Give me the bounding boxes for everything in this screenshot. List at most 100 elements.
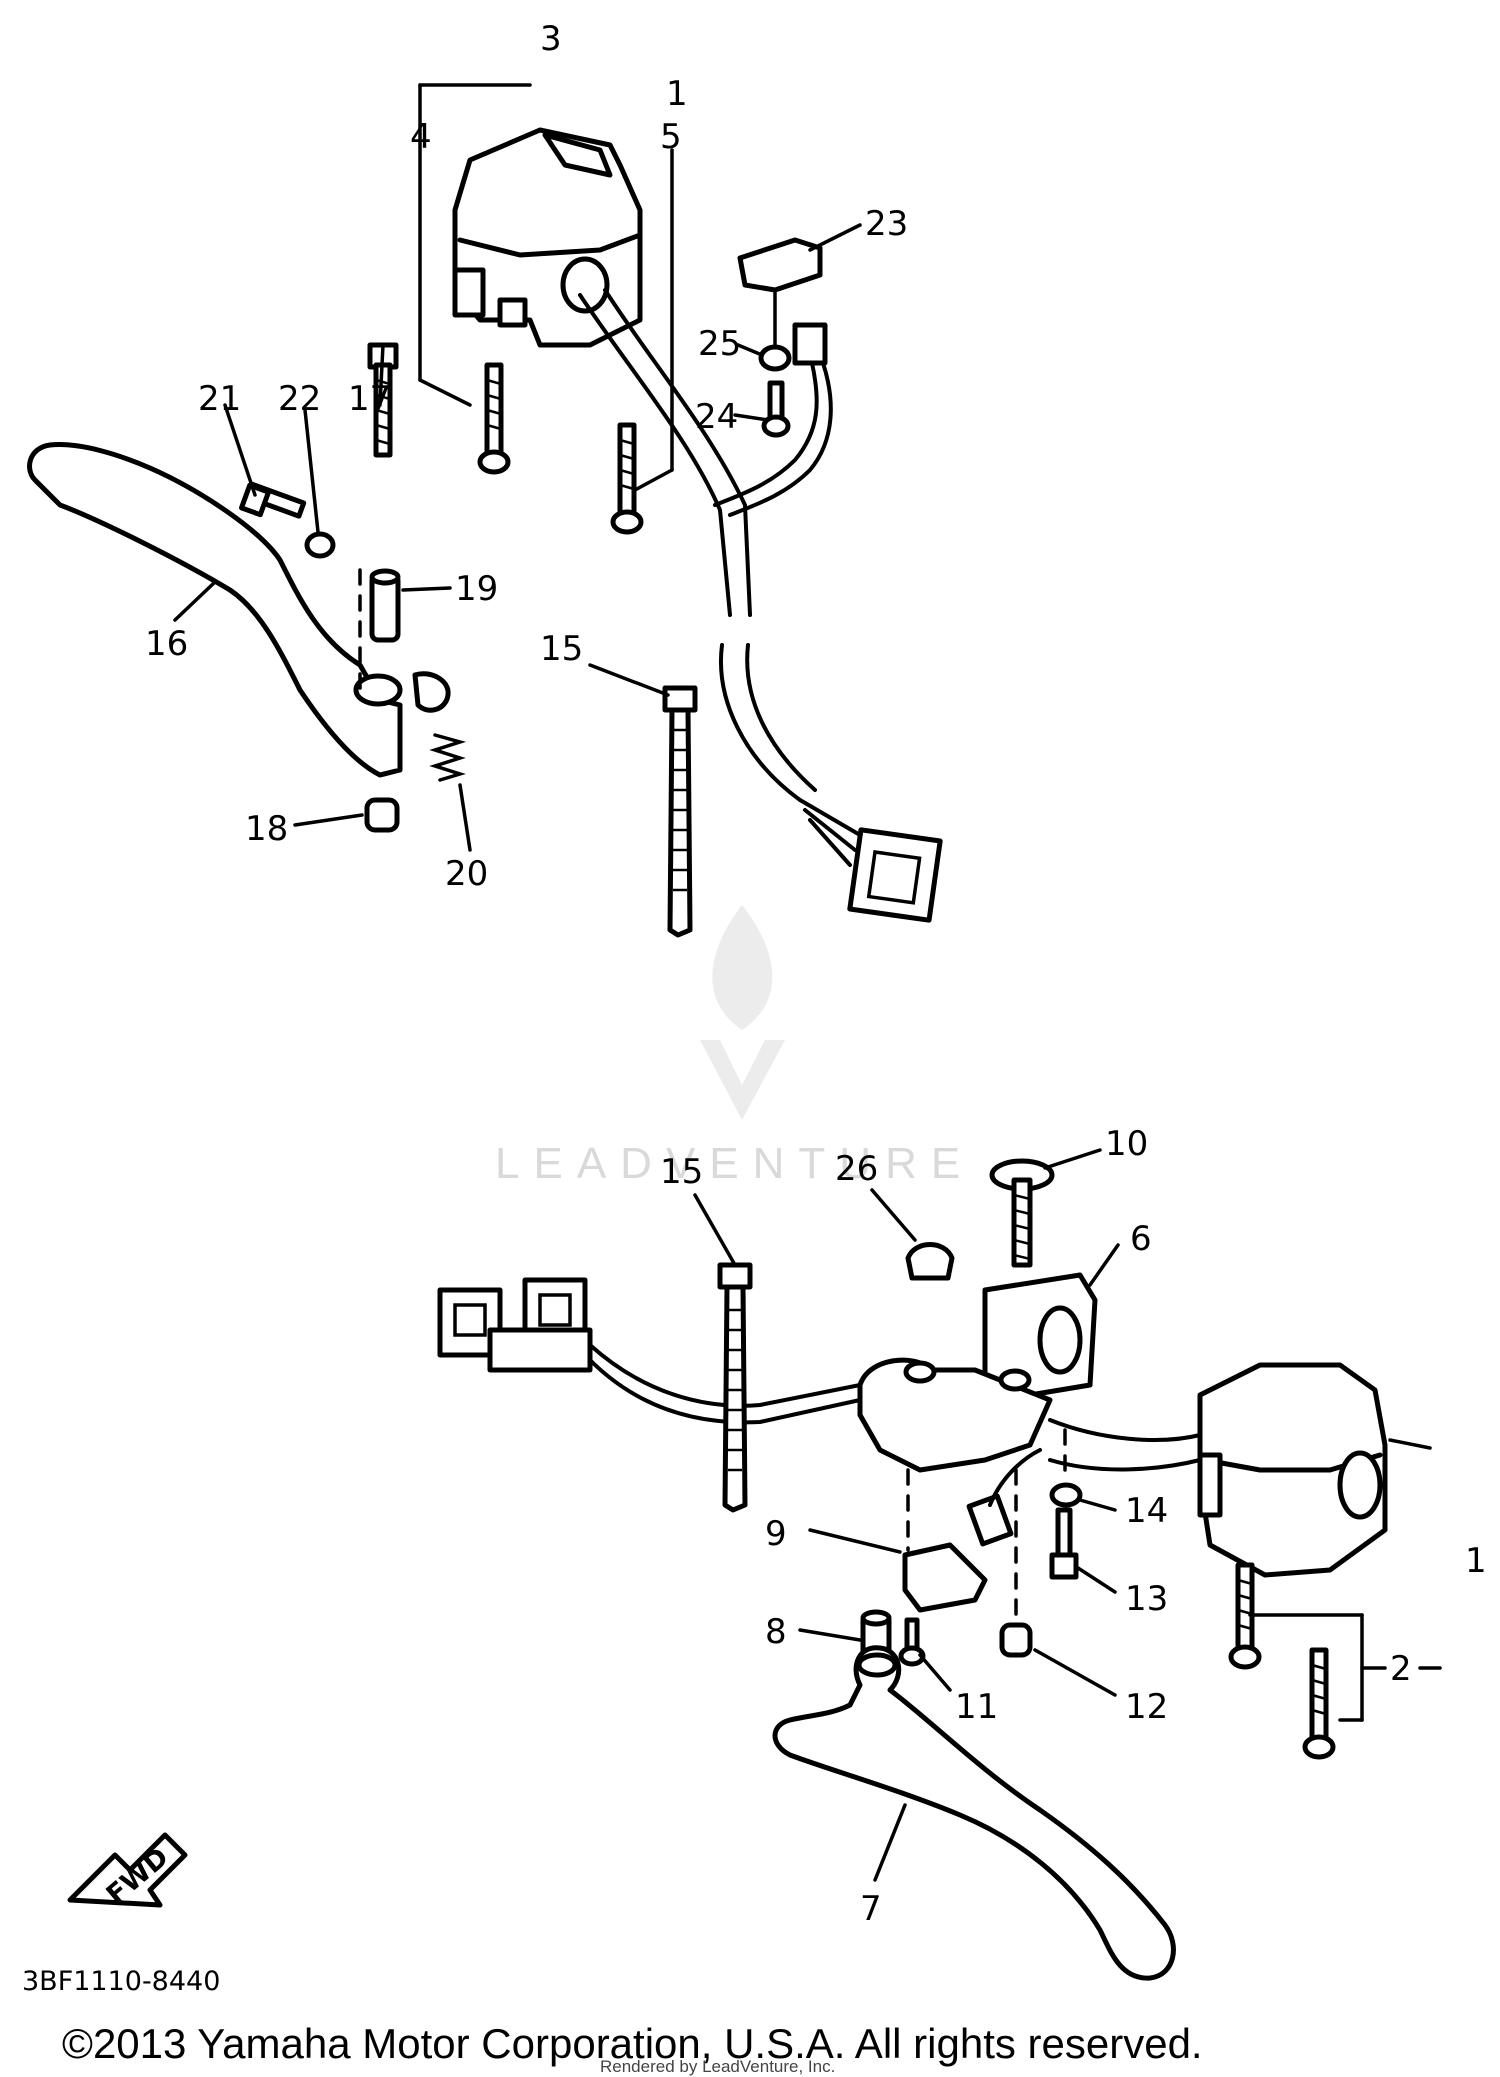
leader-18: [293, 813, 364, 827]
clutch-lever: [27, 442, 451, 778]
callout-3: 3: [540, 19, 562, 59]
leader-10: [1043, 1148, 1102, 1170]
callout-19: 19: [455, 569, 498, 609]
callout-6: 6: [1130, 1219, 1152, 1259]
leader-17: [378, 343, 385, 407]
wire-bottom-b: [588, 1358, 862, 1425]
screw-11: [898, 1617, 926, 1667]
leader-21: [223, 403, 257, 497]
brake-lever: [772, 1645, 1176, 1981]
bolt-10: [989, 1158, 1055, 1268]
cable-tie-top: [662, 685, 698, 938]
callout-13: 13: [1125, 1579, 1168, 1619]
leader-1-right: [1388, 1438, 1432, 1450]
leader-14: [1078, 1498, 1117, 1512]
brake-switch: [902, 1448, 1042, 1613]
handlebar-switch-right: [1197, 1362, 1388, 1578]
nut-12: [999, 1622, 1033, 1658]
handlebar-switch-left: [452, 127, 643, 348]
callout-1-right: 1: [1465, 1541, 1487, 1581]
nut-22: [304, 531, 336, 559]
washer-14: [1049, 1482, 1083, 1508]
callout-22: 22: [278, 379, 321, 419]
leader-19: [401, 586, 452, 592]
callout-20: 20: [445, 854, 488, 894]
wire-bottom-a: [588, 1343, 862, 1408]
callout-26: 26: [835, 1149, 878, 1189]
bolt-13: [1049, 1507, 1079, 1580]
callout-21: 21: [198, 379, 241, 419]
cap-26: [905, 1242, 955, 1281]
callout-10: 10: [1105, 1124, 1148, 1164]
leader-16: [173, 580, 217, 622]
switch-cable-c: [719, 643, 802, 802]
nut-25: [758, 344, 792, 372]
leader-11: [918, 1653, 952, 1692]
callout-1-top: 1: [666, 74, 688, 114]
collar-8: [860, 1609, 892, 1673]
leader-23: [808, 223, 862, 252]
screw-24: [761, 380, 791, 438]
callout-24: 24: [695, 397, 738, 437]
leader-8: [798, 1628, 862, 1642]
callout-25: 25: [698, 324, 741, 364]
callout-12: 12: [1125, 1687, 1168, 1727]
leader-20: [458, 783, 472, 852]
leader-6: [1088, 1243, 1120, 1287]
leader-13: [1076, 1566, 1117, 1594]
render-note: Rendered by LeadVenture, Inc.: [600, 2057, 835, 2076]
spring-20: [429, 733, 467, 782]
fwd-arrow-icon: FWD: [67, 1832, 188, 1911]
bolt-17: [367, 342, 399, 458]
callout-bracket-4: [418, 83, 532, 407]
leader-12: [1033, 1648, 1117, 1697]
leader-5b: [633, 468, 674, 492]
switch-cable-b: [603, 288, 752, 617]
callout-16: 16: [145, 624, 188, 664]
wire-bottom-c: [1048, 1418, 1202, 1442]
bolt-21: [238, 481, 307, 519]
callout-15-bottom: 15: [660, 1152, 703, 1192]
callout-4: 4: [410, 117, 432, 157]
switch-cable: [578, 293, 732, 617]
leader-9: [808, 1528, 902, 1554]
switch-cable-d: [745, 643, 817, 792]
diagram-code: 3BF1110-8440: [22, 1966, 220, 1997]
leader-24: [733, 413, 770, 422]
screw-2a: [1228, 1562, 1262, 1670]
screw-2b: [1302, 1647, 1336, 1760]
callout-7: 7: [860, 1889, 882, 1929]
callout-15-top: 15: [540, 629, 583, 669]
watermark-logo-icon: [700, 905, 785, 1120]
callout-5: 5: [660, 117, 682, 157]
watermark: LEADVENTURE: [495, 905, 974, 1188]
nut-18: [364, 797, 400, 833]
callout-9: 9: [765, 1514, 787, 1554]
cable-tie-bottom: [717, 1262, 753, 1513]
clutch-switch: [713, 237, 833, 517]
leader-25: [736, 343, 764, 357]
copyright-notice: ©2013 Yamaha Motor Corporation, U.S.A. A…: [62, 2020, 1203, 2067]
callout-18: 18: [245, 809, 288, 849]
callout-23: 23: [865, 204, 908, 244]
collar-19: [369, 568, 401, 643]
leader-26: [870, 1188, 917, 1242]
leader-15-top: [588, 663, 670, 697]
callout-8: 8: [765, 1612, 787, 1652]
master-cylinder-holder: [857, 1272, 1098, 1473]
connector-top: [798, 798, 943, 923]
leader-15-bottom: [693, 1193, 737, 1267]
screw-4: [477, 362, 511, 475]
callout-bracket-2: [1248, 1613, 1442, 1722]
callout-2: 2: [1390, 1649, 1412, 1689]
screw-5: [610, 422, 644, 535]
connector-bottom: [437, 1277, 593, 1373]
watermark-text: LEADVENTURE: [495, 1139, 974, 1188]
leader-22: [303, 408, 320, 534]
callout-11: 11: [955, 1687, 998, 1727]
callout-17: 17: [348, 379, 391, 419]
leader-7: [873, 1803, 907, 1882]
wire-bottom-d: [1048, 1458, 1202, 1472]
callout-14: 14: [1125, 1491, 1168, 1531]
